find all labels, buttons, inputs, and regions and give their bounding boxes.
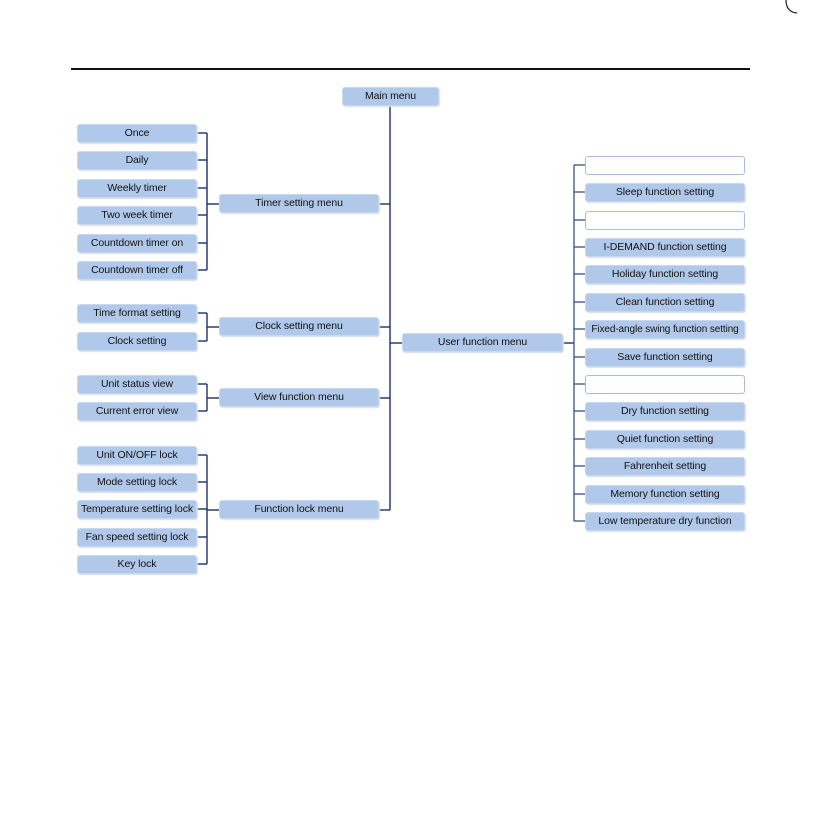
header-rule [71, 68, 750, 70]
user-item-memory: Memory function setting [585, 485, 745, 504]
view-function-menu-node: View function menu [219, 388, 379, 407]
user-item-quiet: Quiet function setting [585, 430, 745, 449]
timer-item-weekly: Weekly timer [77, 179, 197, 198]
clock-item-time-format: Time format setting [77, 304, 197, 323]
timer-item-daily: Daily [77, 151, 197, 170]
view-item-unit-status: Unit status view [77, 375, 197, 394]
lock-item-mode-setting: Mode setting lock [77, 473, 197, 492]
user-item-dry: Dry function setting [585, 402, 745, 421]
clock-item-clock-setting: Clock setting [77, 332, 197, 351]
user-item-holiday: Holiday function setting [585, 265, 745, 284]
lock-item-key-lock: Key lock [77, 555, 197, 574]
user-item-i-demand: I-DEMAND function setting [585, 238, 745, 257]
timer-item-countdown-off: Countdown timer off [77, 261, 197, 280]
user-item-fahrenheit: Fahrenheit setting [585, 457, 745, 476]
view-item-current-error: Current error view [77, 402, 197, 421]
timer-setting-menu-node: Timer setting menu [219, 194, 379, 213]
user-item-save: Save function setting [585, 348, 745, 367]
timer-item-two-week: Two week timer [77, 206, 197, 225]
lock-item-unit-onoff: Unit ON/OFF lock [77, 446, 197, 465]
user-item-sleep: Sleep function setting [585, 183, 745, 202]
timer-item-once: Once [77, 124, 197, 143]
user-item-blank-1 [585, 156, 745, 175]
user-item-clean: Clean function setting [585, 293, 745, 312]
clock-setting-menu-node: Clock setting menu [219, 317, 379, 336]
timer-item-countdown-on: Countdown timer on [77, 234, 197, 253]
main-menu-node: Main menu [342, 87, 439, 106]
user-item-low-temperature-dry: Low temperature dry function [585, 512, 745, 531]
function-lock-menu-node: Function lock menu [219, 500, 379, 519]
user-item-blank-3 [585, 375, 745, 394]
user-item-fixed-angle-swing: Fixed-angle swing function setting [585, 320, 745, 339]
lock-item-fan-speed: Fan speed setting lock [77, 528, 197, 547]
lock-item-temperature-setting: Temperature setting lock [77, 500, 197, 519]
user-function-menu-node: User function menu [402, 333, 563, 352]
user-item-blank-2 [585, 211, 745, 230]
